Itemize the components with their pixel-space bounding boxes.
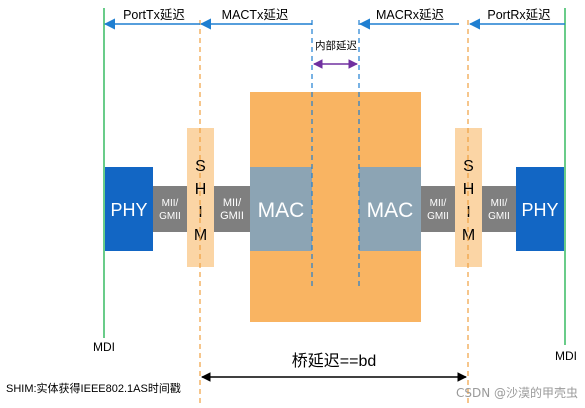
internal-delay-label: 内部延迟	[315, 39, 357, 52]
mac-tx-delay-label: MACTx延迟	[222, 8, 289, 22]
right-mii-2-top: MII/	[491, 198, 508, 209]
right-shim-m: M	[462, 227, 475, 244]
right-mii-2-bottom: GMII	[488, 211, 510, 222]
right-mii-block-2	[482, 186, 516, 232]
port-rx-delay-label: PortRx延迟	[487, 8, 551, 22]
left-mac-block	[250, 167, 312, 251]
left-mii-1-bottom: GMII	[159, 211, 181, 222]
left-mii-block-2	[214, 186, 250, 232]
left-shim-block	[187, 128, 214, 267]
right-shim-block	[455, 128, 482, 267]
right-mdi-label: MDI	[555, 349, 577, 363]
left-shim-h: H	[195, 181, 207, 198]
left-mdi-label: MDI	[93, 340, 115, 354]
right-mac-block	[359, 167, 421, 251]
left-phy-label: PHY	[110, 200, 147, 220]
bridge-delay-label: 桥延迟==bd	[292, 352, 377, 370]
mac-rx-delay-label: MACRx延迟	[376, 8, 445, 22]
left-mii-block-1	[153, 186, 187, 232]
left-mii-2-bottom: GMII	[220, 210, 244, 222]
right-phy-label: PHY	[521, 200, 558, 220]
shim-note: SHIM:实体获得IEEE802.1AS时间戳	[6, 381, 181, 395]
right-shim-h: H	[463, 181, 475, 198]
csdn-watermark: CSDN @沙漠的甲壳虫	[456, 385, 578, 400]
port-tx-delay-label: PortTx延迟	[123, 8, 185, 22]
right-phy-block	[516, 167, 564, 251]
right-mii-block-1	[421, 186, 455, 232]
right-mii-1-bottom: GMII	[427, 211, 449, 222]
left-mii-2-top: MII/	[223, 197, 242, 209]
left-mii-1-top: MII/	[162, 198, 179, 209]
left-phy-block	[105, 167, 153, 251]
left-shim-m: M	[194, 227, 207, 244]
right-mii-1-top: MII/	[430, 198, 447, 209]
left-mac-label: MAC	[258, 199, 305, 222]
right-mac-label: MAC	[367, 199, 414, 222]
